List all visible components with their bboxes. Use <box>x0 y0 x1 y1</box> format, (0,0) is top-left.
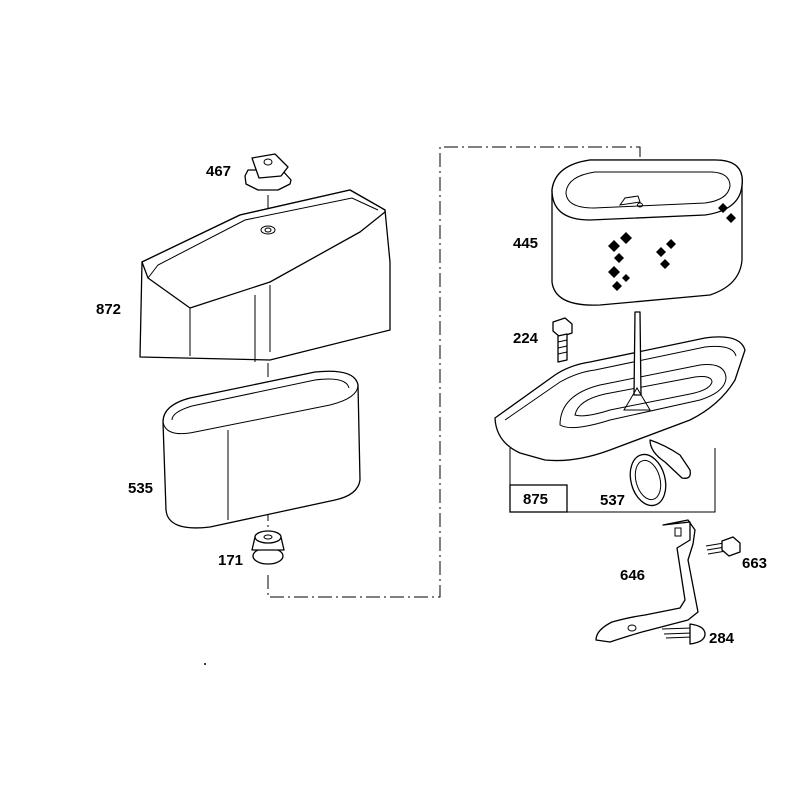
assembly-centerline <box>267 146 641 598</box>
part-872-cover[interactable] <box>139 189 391 362</box>
part-label-535: 535 <box>128 480 153 497</box>
part-646-bracket[interactable] <box>595 519 699 643</box>
part-171-grommet[interactable] <box>251 530 285 565</box>
part-label-445: 445 <box>513 235 538 252</box>
part-535-precleaner[interactable] <box>162 370 361 529</box>
part-label-224: 224 <box>513 330 539 347</box>
part-label-872: 872 <box>96 301 121 318</box>
part-875-bracket-line <box>509 448 716 513</box>
part-label-663: 663 <box>742 555 767 572</box>
part-663-screw[interactable] <box>705 536 741 557</box>
part-467-knob[interactable] <box>244 153 292 191</box>
part-875-base[interactable] <box>494 311 746 479</box>
part-224-bolt[interactable] <box>552 317 573 363</box>
stray-dot <box>204 663 206 665</box>
part-label-171: 171 <box>218 552 243 569</box>
part-875-label-box <box>509 484 568 513</box>
part-label-284: 284 <box>709 630 735 647</box>
part-label-537: 537 <box>600 492 625 509</box>
part-284-screw[interactable] <box>661 623 706 645</box>
part-label-467: 467 <box>206 163 231 180</box>
part-label-875: 875 <box>523 491 548 508</box>
part-label-646: 646 <box>620 567 645 584</box>
part-445-filter[interactable] <box>551 159 743 306</box>
filter-diamond-pattern <box>608 203 736 291</box>
part-537-gasket[interactable] <box>625 450 671 509</box>
cover-bolt-hole <box>260 225 276 235</box>
